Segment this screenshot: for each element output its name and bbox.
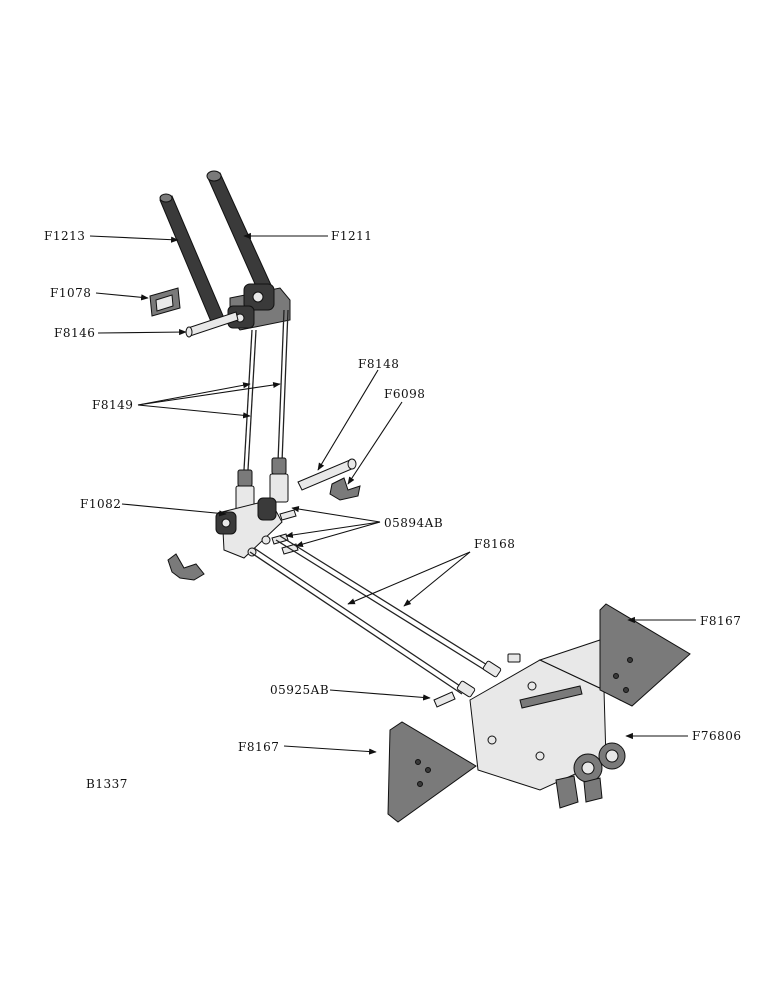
bellcrank-f1082	[215, 497, 283, 559]
callout-f8148: F8148	[358, 357, 399, 371]
figure-code: B1337	[86, 777, 128, 791]
callout-f8167-right: F8167	[700, 614, 741, 628]
callout-f8168: F8168	[474, 537, 515, 551]
lever-f1213	[159, 193, 225, 325]
callout-05894ab: 05894AB	[384, 516, 443, 530]
callout-f76806: F76806	[692, 729, 742, 743]
clamp-bracket	[167, 553, 205, 581]
bushing-f1078	[149, 287, 181, 317]
leader-lines	[89, 232, 696, 755]
callout-05925ab: 05925AB	[270, 683, 329, 697]
linkage-rods-f8168	[249, 535, 502, 698]
mounting-plate-f8167-right	[599, 603, 691, 707]
vertical-rods-f8149	[235, 309, 289, 513]
callout-f1082: F1082	[80, 497, 121, 511]
callout-f8146: F8146	[54, 326, 95, 340]
pin-f8148	[297, 458, 357, 491]
callout-f6098: F6098	[384, 387, 425, 401]
callout-f1211: F1211	[331, 229, 372, 243]
lever-pivot-hub	[227, 283, 291, 331]
callout-f8167-left: F8167	[238, 740, 279, 754]
callout-f1213: F1213	[44, 229, 85, 243]
mounting-plate-f8167-left	[387, 721, 477, 823]
clip-f6098	[329, 477, 361, 501]
bolt-05925ab	[433, 653, 521, 708]
callout-f1078: F1078	[50, 286, 91, 300]
callout-f8149: F8149	[92, 398, 133, 412]
